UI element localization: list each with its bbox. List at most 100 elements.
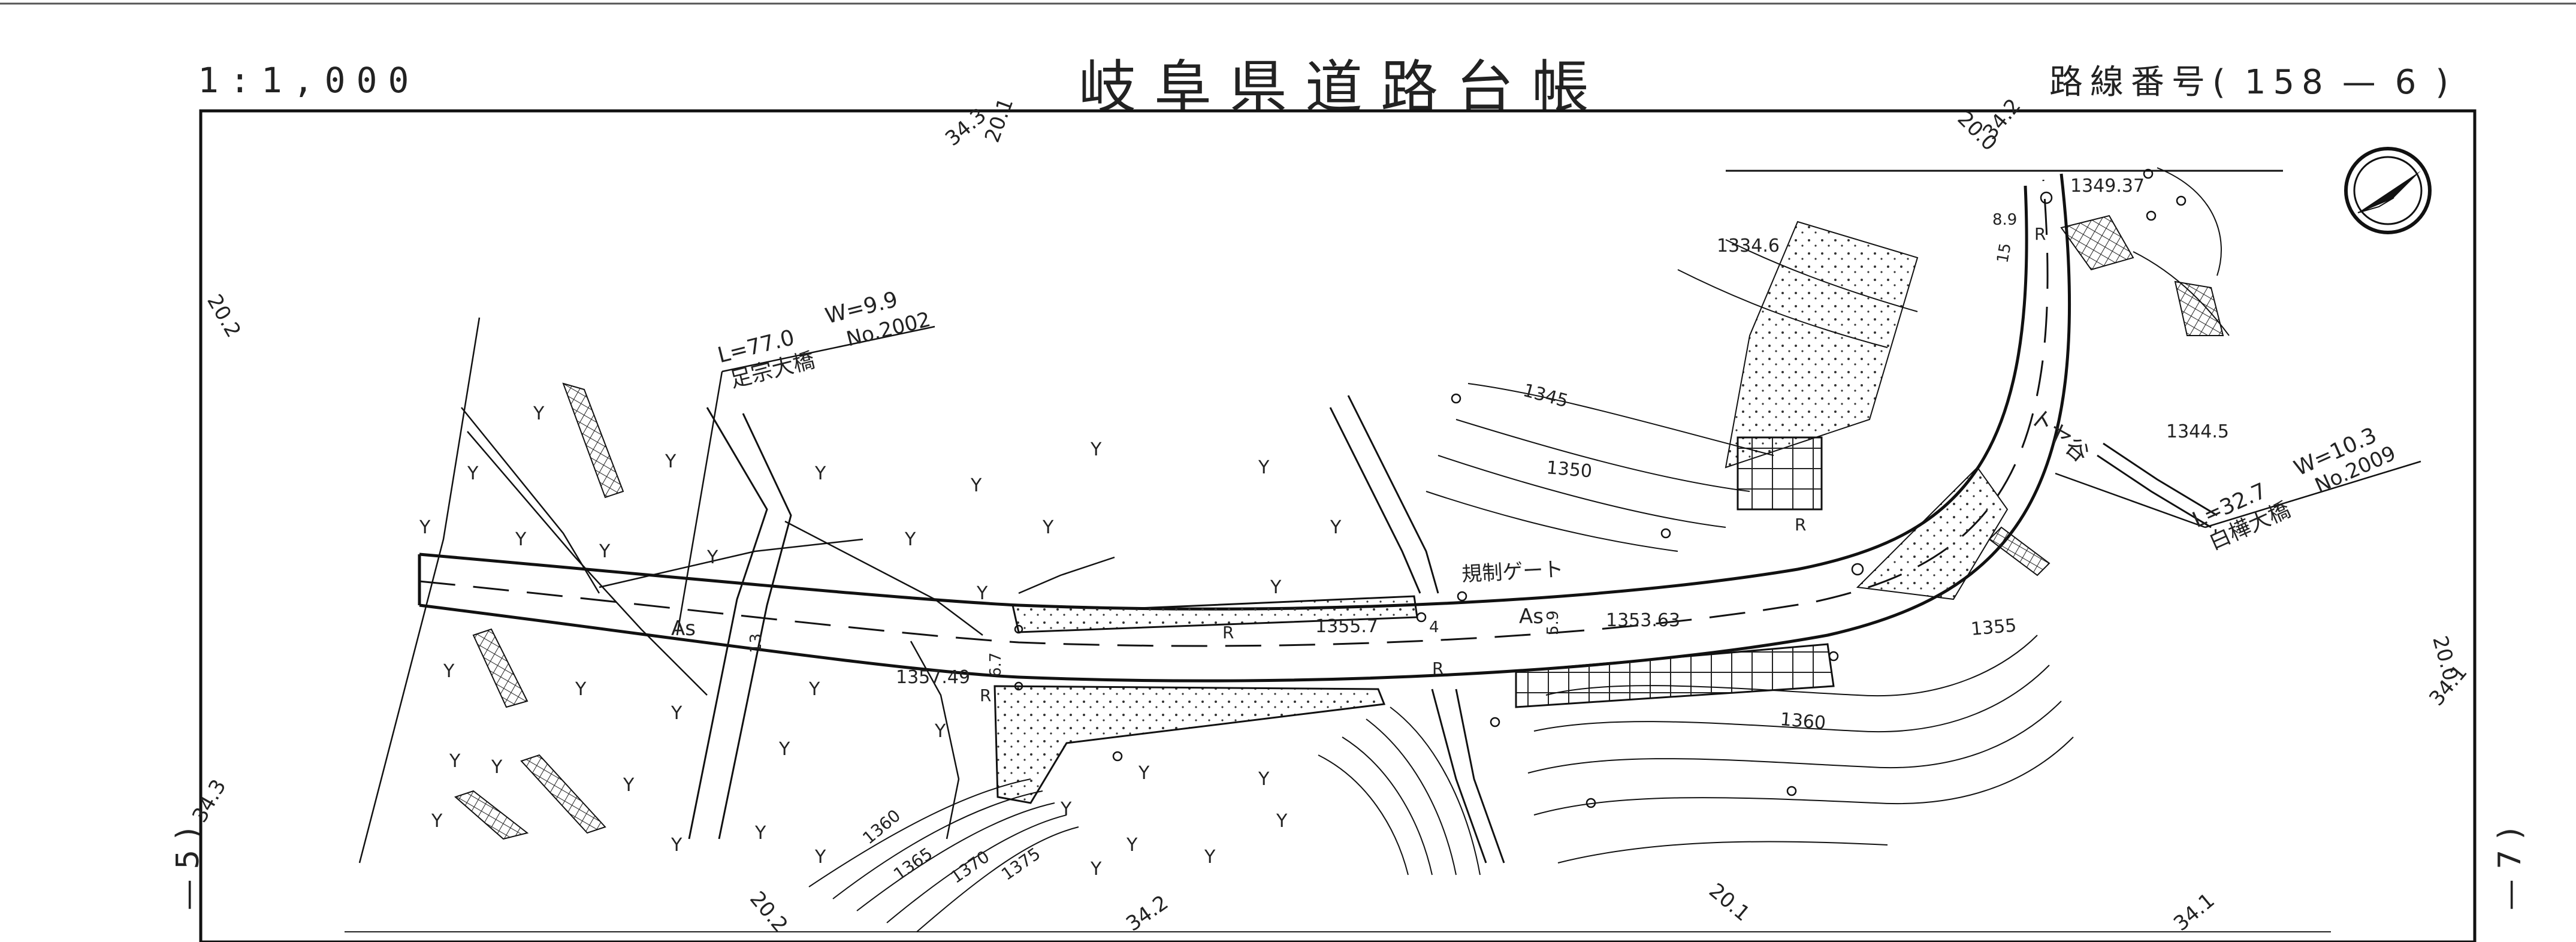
curb-r-5: R (2034, 224, 2046, 244)
curb-r-4: R (1795, 515, 1806, 535)
contour-1350: 1350 (1545, 457, 1593, 482)
svg-text:Y: Y (1330, 517, 1342, 538)
svg-text:Y: Y (814, 463, 826, 484)
grid-label-left-bottom: 34.3 (188, 775, 231, 827)
svg-text:Y: Y (443, 661, 455, 682)
rock-area-1 (562, 382, 624, 499)
curb-r-3: R (1432, 659, 1443, 678)
svg-text:Y: Y (934, 721, 946, 742)
slope-upper (1725, 221, 1919, 469)
rock-area-2 (472, 628, 529, 708)
north-arrow-icon (2344, 147, 2432, 234)
svg-text:Y: Y (778, 739, 790, 760)
svg-text:Y: Y (1258, 457, 1270, 478)
elevation-1353-63: 1353.63 (1606, 610, 1680, 631)
svg-text:Y: Y (533, 403, 545, 424)
slope-right (1856, 466, 2009, 600)
grid-label-right-b: 34.1 (2424, 660, 2472, 711)
svg-text:Y: Y (814, 847, 826, 868)
svg-text:Y: Y (808, 679, 820, 700)
retaining-wall-lower (1515, 643, 1835, 708)
svg-text:Y: Y (623, 775, 635, 796)
elevation-1344-5: 1344.5 (2166, 421, 2229, 442)
svg-text:Y: Y (754, 823, 766, 844)
svg-text:Y: Y (1270, 577, 1282, 598)
svg-text:Y: Y (671, 835, 682, 856)
svg-text:Y: Y (599, 541, 611, 562)
shoulder-lower (993, 685, 1386, 804)
svg-text:Y: Y (467, 463, 479, 484)
svg-text:Y: Y (976, 583, 988, 604)
elevation-1334-6: 1334.6 (1717, 236, 1780, 256)
map-frame (199, 109, 2477, 942)
contour-1370: 1370 (947, 847, 993, 887)
svg-text:Y: Y (904, 529, 916, 550)
svg-text:Y: Y (449, 751, 461, 772)
bridge-label-left: L=77.0 W=9.9 足宗大橋 No.2002 (715, 287, 933, 393)
svg-text:Y: Y (431, 811, 443, 832)
rock-area-3 (520, 754, 606, 834)
grid-label-left-top: 20.2 (202, 291, 245, 342)
retaining-wall-upper (1737, 436, 1823, 511)
svg-text:Y: Y (1138, 763, 1150, 784)
svg-text:Y: Y (491, 757, 503, 778)
svg-text:Y: Y (671, 703, 682, 724)
svg-text:Y: Y (1276, 811, 1288, 832)
route-number: 路線番号( 158 — 6) (2043, 55, 2462, 104)
svg-text:Y: Y (1126, 835, 1138, 856)
route-number-sub: 6 (2394, 63, 2424, 102)
terrain-left (358, 317, 1115, 864)
route-number-label: 路線番号( (2049, 63, 2233, 102)
rock-area-4 (454, 790, 529, 840)
road-width-15: 15 (1994, 241, 2015, 264)
leader-lines (676, 325, 2421, 636)
svg-text:Y: Y (1042, 517, 1054, 538)
road-width-13: 13 (747, 633, 765, 653)
contours-lower (808, 707, 1481, 932)
grid-label-bottom-b: 34.2 (1122, 890, 1173, 936)
route-number-dash: — (2342, 63, 2383, 102)
svg-text:Y: Y (1258, 769, 1270, 790)
rock-area-6 (2174, 280, 2224, 336)
road-width-4: 4 (1429, 618, 1439, 636)
svg-text:Y: Y (575, 679, 587, 700)
regulation-gate-label: 規制ゲート (1461, 557, 1564, 587)
contour-1355: 1355 (1970, 615, 2018, 640)
route-number-close: ) (2435, 63, 2456, 102)
elevation-1349-37: 1349.37 (2070, 176, 2145, 197)
elevation-1355-7: 1355.7 (1315, 616, 1378, 637)
rock-area-7 (1988, 526, 2050, 576)
svg-text:Y: Y (1204, 847, 1216, 868)
contour-1345: 1345 (1521, 380, 1571, 412)
shoulder-upper (1011, 595, 1418, 633)
contour-1375: 1375 (998, 844, 1044, 884)
road-width-6-7: 6.7 (987, 653, 1005, 677)
road-width-8-9: 8.9 (1992, 211, 2017, 229)
road-width-5-9: 5.9 (1544, 611, 1562, 635)
pavement-asphalt-left: As (671, 617, 696, 641)
svg-text:Y: Y (515, 529, 527, 550)
svg-text:Y: Y (970, 475, 982, 496)
grid-label-bottom-d: 34.1 (2169, 889, 2219, 936)
grid-label-bottom-a: 20.2 (745, 887, 792, 937)
svg-text:Y: Y (1090, 439, 1102, 460)
contour-1360-right: 1360 (1779, 709, 1826, 734)
contour-1365: 1365 (890, 844, 936, 884)
point-marks (1014, 168, 2187, 808)
route-number-main: 158 (2244, 63, 2330, 102)
svg-text:Y: Y (665, 451, 677, 472)
curb-r-1: R (1222, 623, 1234, 642)
rock-area-5 (2060, 215, 2134, 271)
svg-text:Y: Y (706, 547, 718, 568)
svg-text:Y: Y (419, 517, 431, 538)
elevation-1357-49: 1357.49 (896, 667, 970, 688)
svg-text:Y: Y (1090, 859, 1102, 880)
drainage-lines (688, 395, 2218, 864)
grid-label-top-b: 20.1 (980, 95, 1018, 146)
map-scale: 1:1,000 (198, 60, 420, 101)
contours-right (1426, 167, 2230, 864)
grid-label-bottom-c: 20.1 (1704, 878, 1754, 926)
